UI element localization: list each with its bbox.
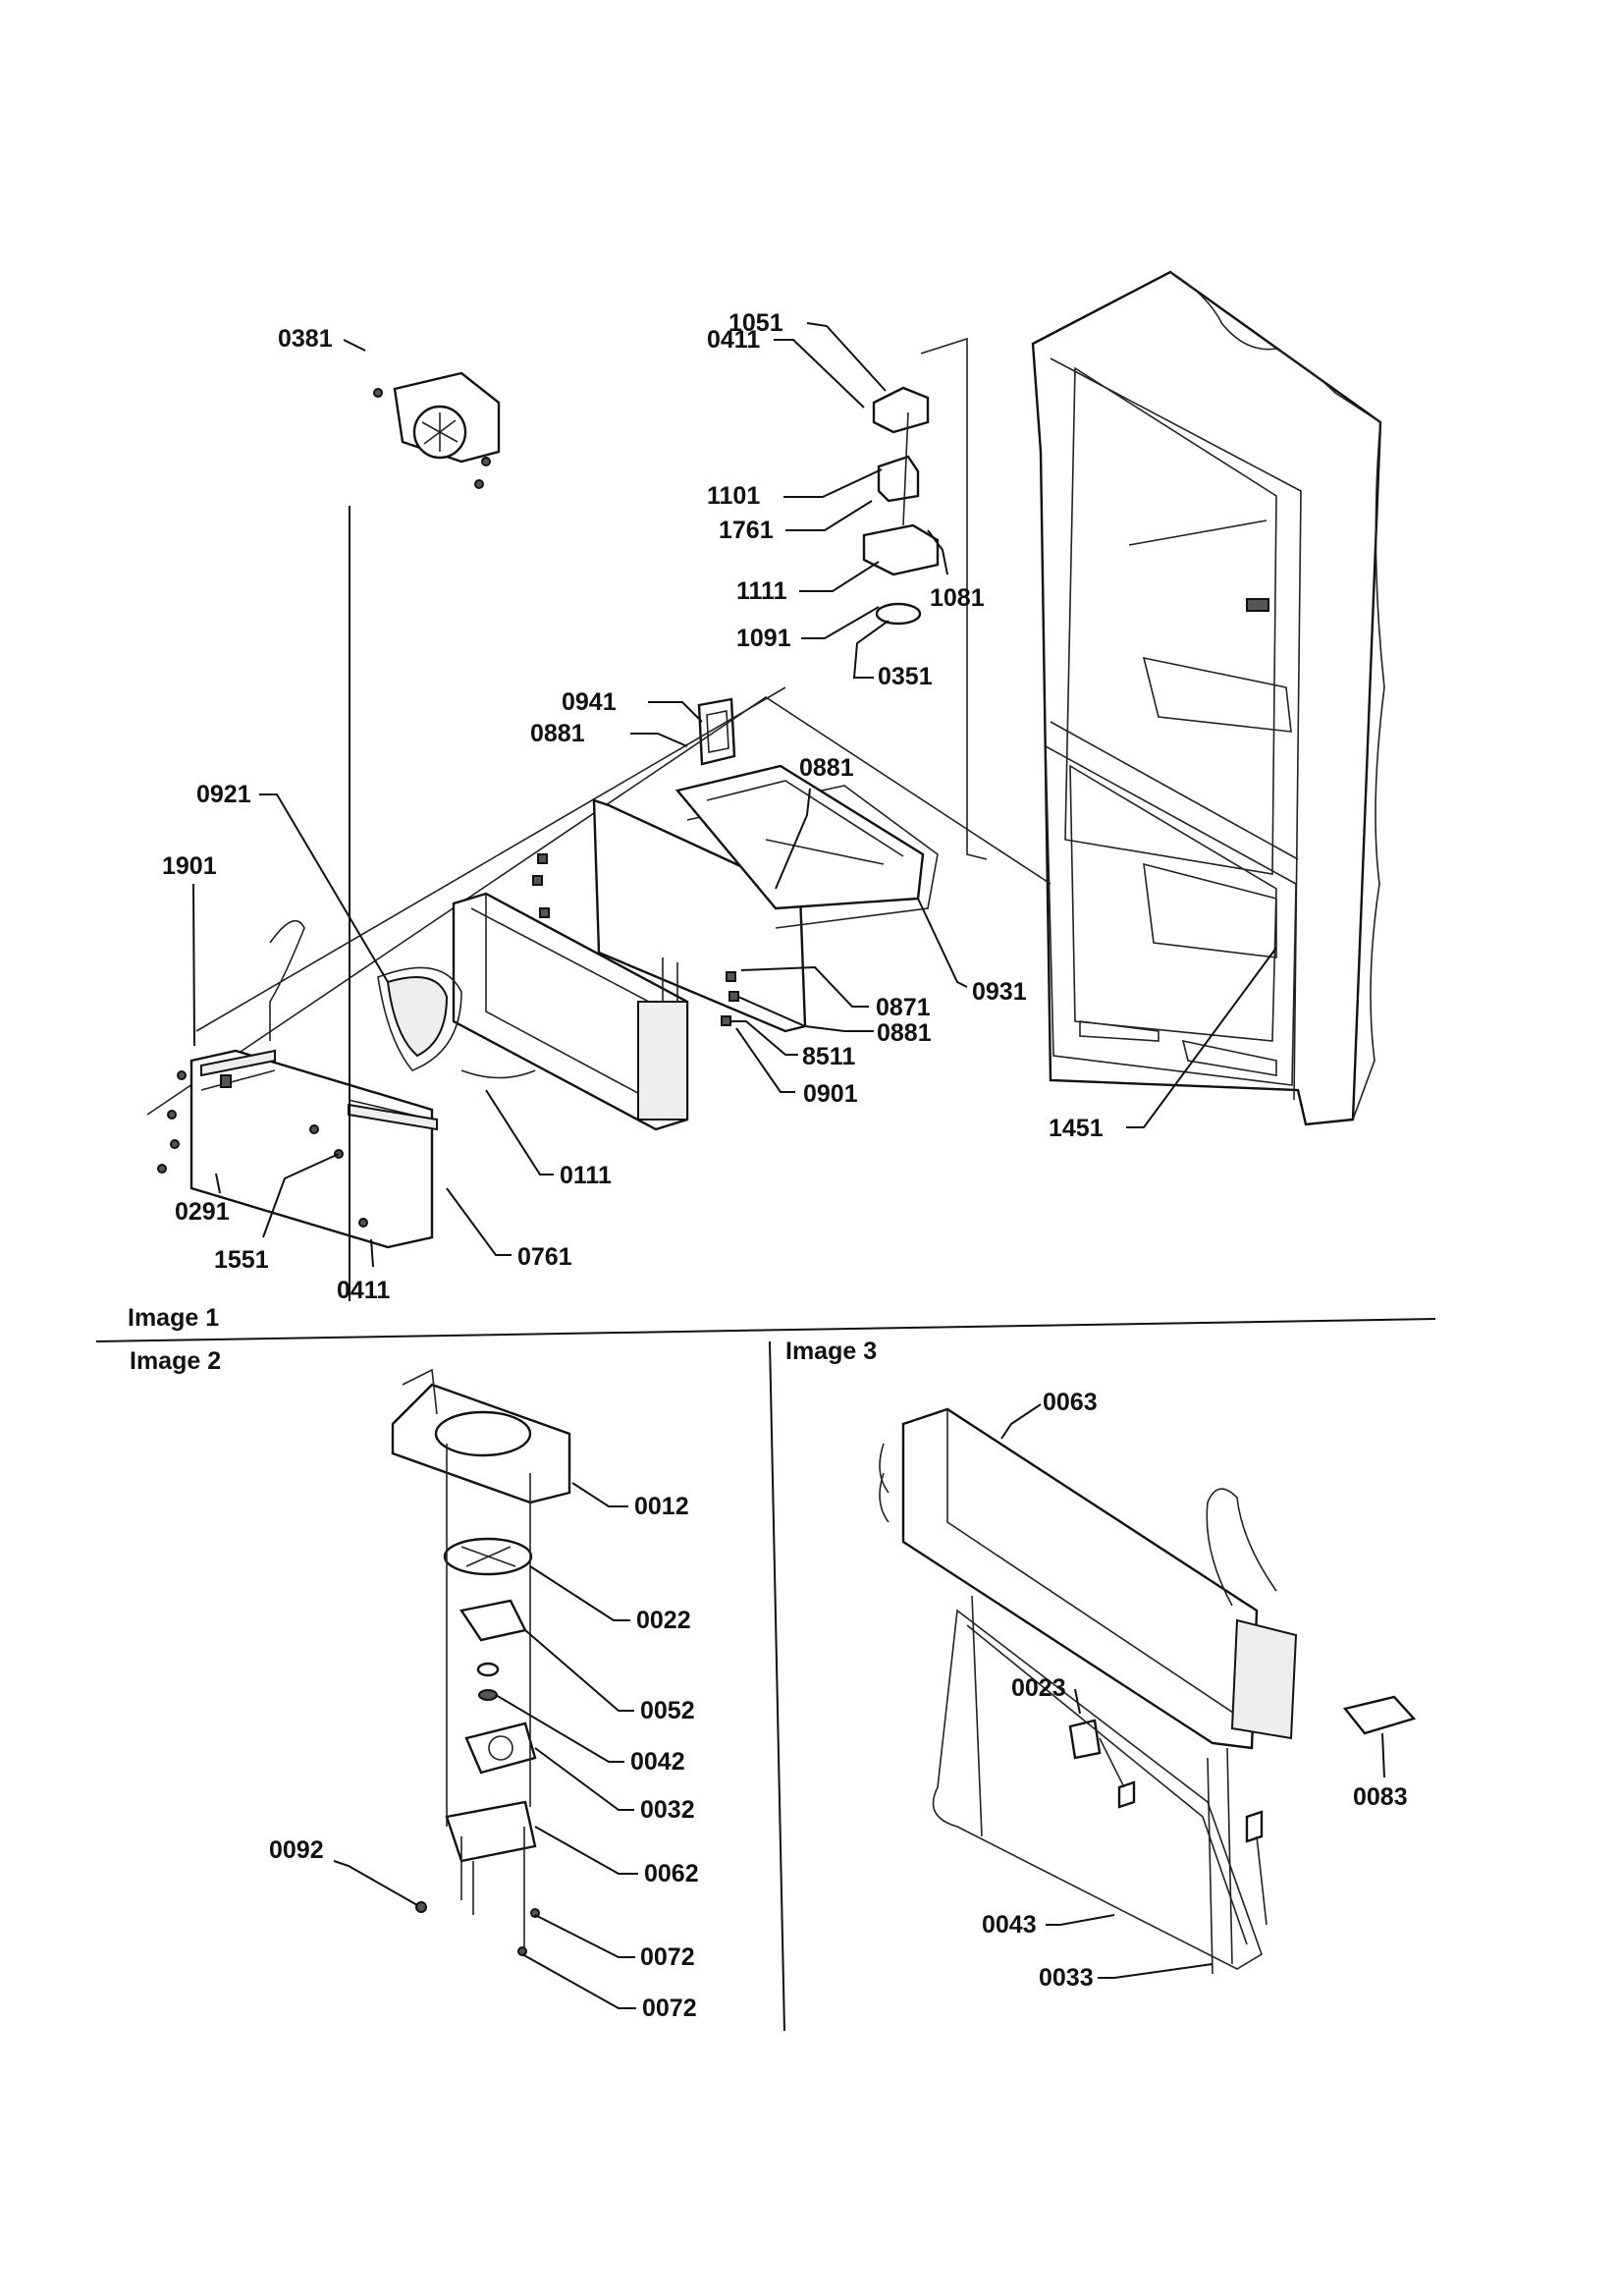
callout-label: 1101 [707,482,760,510]
callout-label: 0921 [196,781,251,808]
callout-label: 1091 [736,625,791,652]
callout-label: 0351 [878,663,933,690]
evaporator-back-panel [157,919,438,1249]
callout-label: 0381 [278,325,333,353]
callout-label: 0012 [634,1493,689,1520]
image1-callouts: 0381 1051 0411 1101 1761 1081 1111 1091 … [162,309,1104,1304]
callout-label: 1761 [719,517,774,544]
callout-label: 0931 [972,978,1027,1006]
evaporator-fan-assembly [373,371,501,489]
damper-control-assembly [862,337,988,860]
image3-leader-lines [1000,1403,1385,1979]
callout-label: 1051 [728,309,783,337]
callout-label: 1081 [930,584,985,612]
callout-label: 0881 [799,754,854,782]
callout-label: 0062 [644,1860,699,1887]
callout-label: 0042 [630,1748,685,1776]
callout-label: 1111 [736,577,787,605]
callout-label: 0111 [560,1162,612,1189]
callout-label: 0022 [636,1607,691,1634]
image2-leader-lines [333,1482,638,2009]
evaporator-coil [452,892,689,1131]
callout-label: 0411 [707,326,760,354]
callout-label: 0291 [175,1198,230,1226]
callout-label: 0063 [1043,1389,1098,1416]
panel-caption-image3: Image 3 [785,1338,877,1365]
callout-label: 8511 [802,1043,855,1070]
image1-leader-lines [192,322,1277,1301]
control-bracket [697,697,736,766]
callout-label: 0871 [876,994,931,1021]
panel-caption-image1: Image 1 [128,1304,219,1332]
image3-callouts: 0063 0023 0083 0043 0033 [982,1389,1408,1992]
callout-label: 0083 [1353,1783,1408,1811]
callout-label: 0033 [1039,1964,1094,1992]
callout-label: 0901 [803,1080,858,1108]
callout-label: 0761 [517,1243,572,1271]
panel-caption-image2: Image 2 [130,1347,221,1375]
callout-label: 0092 [269,1836,324,1864]
panel-dividers [95,1318,1436,2032]
callout-label: 0072 [642,1995,697,2022]
panel-captions: Image 1 Image 2 Image 3 [128,1304,877,1375]
refrigerator-cabinet [1031,270,1385,1126]
evaporator-cover-assembly [146,686,1052,1116]
callout-label: 0881 [530,720,585,747]
callout-label: 1451 [1049,1115,1104,1142]
evaporator-coil-image3 [879,1407,1417,1975]
callout-label: 0052 [640,1697,695,1724]
callout-label: 0072 [640,1943,695,1971]
callout-label: 1551 [214,1246,269,1274]
callout-label: 0941 [562,688,617,716]
callout-label: 0032 [640,1796,695,1824]
callout-label: 0043 [982,1911,1037,1939]
callout-label: 0881 [877,1019,932,1047]
callout-label: 1901 [162,852,217,880]
defrost-heater [377,966,536,1079]
callout-label: 0411 [337,1277,390,1304]
fan-motor-assembly [391,1368,571,1956]
callout-label: 0023 [1011,1674,1066,1702]
image2-callouts: 0012 0022 0052 0042 0032 0062 0092 0072 … [269,1493,699,2022]
